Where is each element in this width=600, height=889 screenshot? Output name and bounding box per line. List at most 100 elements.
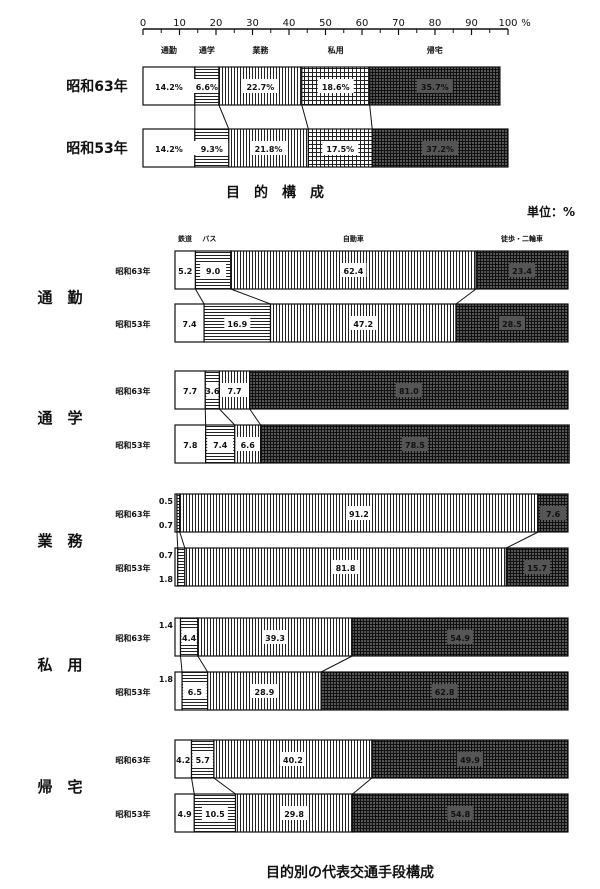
bottom-row-label: 昭和53年: [115, 809, 150, 819]
bottom-bar-value-label: 5.7: [196, 756, 210, 765]
bottom-bar-label-bg: [235, 437, 260, 451]
bottom-connector-line: [352, 777, 373, 795]
unit-label: 単位：%: [527, 204, 575, 219]
bottom-bar-label-bg: [200, 263, 227, 277]
top-bar-value-label: 37.2%: [426, 145, 454, 154]
top-bar-value-label: 14.2%: [155, 83, 183, 92]
top-bar-value-label: 22.7%: [246, 83, 274, 92]
bottom-row-label: 昭和53年: [115, 563, 150, 573]
bottom-bar-value-label: 1.8: [159, 575, 174, 584]
bottom-bar-label-bg: [340, 263, 367, 277]
bottom-bar-value-label: 1.4: [159, 621, 174, 630]
top-connector-line: [218, 104, 230, 130]
x-tick-label: 80: [429, 18, 442, 29]
top-connector-line: [369, 104, 373, 130]
bottom-bar-label-bg: [181, 630, 197, 644]
bottom-connector-line: [320, 655, 353, 673]
bottom-bar-value-label: 29.8: [284, 810, 304, 819]
bottom-bar-value-label: 62.4: [344, 267, 364, 276]
top-row-label: 昭和63年: [66, 78, 127, 95]
bottom-bar-label-bg: [183, 684, 207, 698]
bottom-bar-label-bg: [262, 630, 289, 644]
bottom-bar-label-bg: [447, 630, 474, 644]
bottom-bar-segment: [177, 547, 186, 587]
bottom-bar-value-label: 49.9: [460, 756, 480, 765]
mode-label: 鉄道: [178, 234, 192, 243]
x-tick-label: 90: [465, 18, 478, 29]
bottom-chart-title: 目的別の代表交通手段構成: [266, 864, 434, 881]
bottom-bar-segment: [174, 671, 183, 711]
group-label: 通 勤: [37, 289, 82, 307]
bottom-connector-line: [180, 655, 183, 673]
bottom-bar-value-label: 28.5: [502, 320, 522, 329]
bottom-bar-value-label: 10.5: [205, 810, 225, 819]
top-bar-label-bg: [150, 141, 187, 155]
bottom-bar-label-bg: [192, 752, 213, 766]
top-bar-value-label: 17.5%: [326, 145, 354, 154]
bottom-row-label: 昭和63年: [115, 509, 150, 519]
bottom-bar-label-bg: [498, 316, 525, 330]
bottom-bar-value-label: 23.4: [512, 267, 532, 276]
x-tick-label: 70: [392, 18, 405, 29]
bottom-row-label: 昭和53年: [115, 440, 150, 450]
bottom-bar-label-bg: [224, 316, 251, 330]
bottom-bar-value-label: 39.3: [265, 634, 285, 643]
bottom-bar-label-bg: [431, 684, 458, 698]
bottom-bar-value-label: 54.8: [450, 810, 470, 819]
x-tick-label: 30: [246, 18, 259, 29]
bottom-bar-label-bg: [177, 437, 204, 451]
top-bar-value-label: 9.3%: [201, 145, 223, 154]
bottom-bar-value-label: 3.6: [205, 387, 220, 396]
group-label: 帰 宅: [37, 778, 82, 796]
bottom-row-label: 昭和53年: [115, 319, 150, 329]
bottom-bar-value-label: 91.2: [349, 510, 369, 519]
top-bar-value-label: 21.8%: [255, 145, 283, 154]
bottom-bar-label-bg: [540, 506, 567, 520]
bottom-bar-label-bg: [524, 560, 551, 574]
bottom-bar-value-label: 6.6: [241, 441, 256, 450]
top-bar-label-bg: [150, 79, 187, 93]
bottom-bar-label-bg: [281, 806, 308, 820]
bottom-bar-label-bg: [207, 437, 234, 451]
bottom-bar-label-bg: [251, 684, 278, 698]
x-tick-label: 60: [356, 18, 369, 29]
top-category-label: 帰宅: [427, 45, 443, 55]
bottom-bar-label-bg: [350, 316, 377, 330]
group-label: 通 学: [37, 409, 82, 427]
top-category-label: 私用: [327, 45, 344, 55]
group-label: 私 用: [36, 656, 82, 674]
bottom-bar-value-label: 7.8: [183, 441, 198, 450]
bottom-bar-label-bg: [401, 437, 428, 451]
bottom-connector-line: [455, 288, 477, 305]
bottom-bar-value-label: 47.2: [353, 320, 373, 329]
bottom-bar-label-bg: [176, 263, 195, 277]
group-label: 業 務: [36, 532, 83, 550]
top-bar-label-bg: [250, 141, 287, 155]
bottom-chart-mode-labels: 鉄道バス自動車徒歩・二輪車: [178, 234, 543, 243]
bottom-bar-value-label: 0.5: [159, 497, 174, 506]
bottom-bar-label-bg: [332, 560, 359, 574]
bottom-bar-value-label: 6.5: [188, 688, 203, 697]
bottom-bar-label-bg: [176, 752, 191, 766]
bottom-row-label: 昭和53年: [115, 687, 150, 697]
bottom-bar-value-label: 78.5: [405, 441, 425, 450]
top-bar-label-bg: [317, 79, 354, 93]
bottom-connector-line: [195, 288, 205, 305]
bottom-bar-value-label: 62.8: [435, 688, 455, 697]
top-bar-value-label: 18.6%: [322, 83, 350, 92]
bottom-bar-label-bg: [345, 506, 372, 520]
x-unit-label: %: [521, 18, 531, 29]
bottom-bar-label-bg: [456, 752, 483, 766]
bottom-connector-line: [176, 531, 179, 549]
bottom-connector-line: [197, 655, 209, 673]
top-bar-value-label: 14.2%: [155, 145, 183, 154]
bottom-bar-value-label: 0.7: [159, 551, 173, 560]
top-chart-title: 目 的 構 成: [226, 184, 324, 201]
bottom-bar-value-label: 81.8: [336, 564, 356, 573]
x-tick-label: 10: [173, 18, 186, 29]
top-chart-category-labels: 通勤通学業務私用帰宅: [161, 45, 443, 55]
bottom-bar-segment: [260, 424, 570, 464]
bottom-bar-label-bg: [395, 383, 422, 397]
bottom-bar-label-bg: [206, 383, 219, 397]
